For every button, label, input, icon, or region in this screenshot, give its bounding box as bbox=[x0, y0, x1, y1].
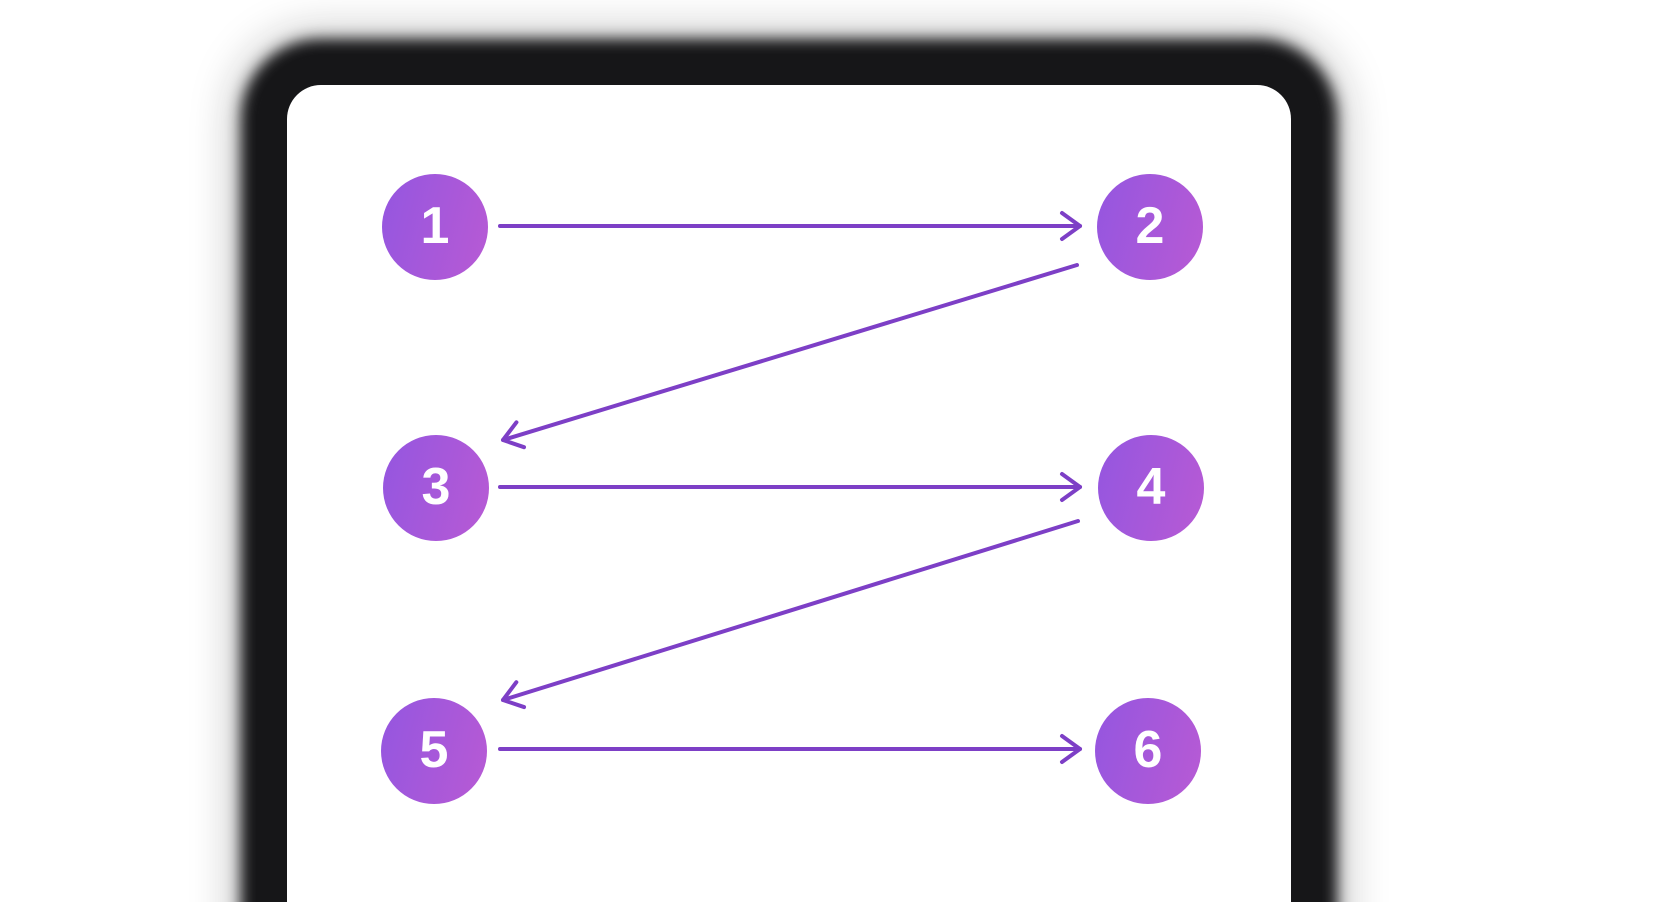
node-label: 3 bbox=[421, 458, 451, 516]
node-label: 4 bbox=[1136, 458, 1166, 516]
node-5: 5 bbox=[381, 698, 487, 804]
node-6: 6 bbox=[1095, 698, 1201, 804]
node-label: 6 bbox=[1133, 721, 1163, 779]
node-label: 2 bbox=[1135, 197, 1165, 255]
node-2: 2 bbox=[1097, 174, 1203, 280]
node-4: 4 bbox=[1098, 435, 1204, 541]
node-label: 1 bbox=[420, 197, 450, 255]
node-1: 1 bbox=[382, 174, 488, 280]
node-label: 5 bbox=[419, 721, 449, 779]
node-3: 3 bbox=[383, 435, 489, 541]
